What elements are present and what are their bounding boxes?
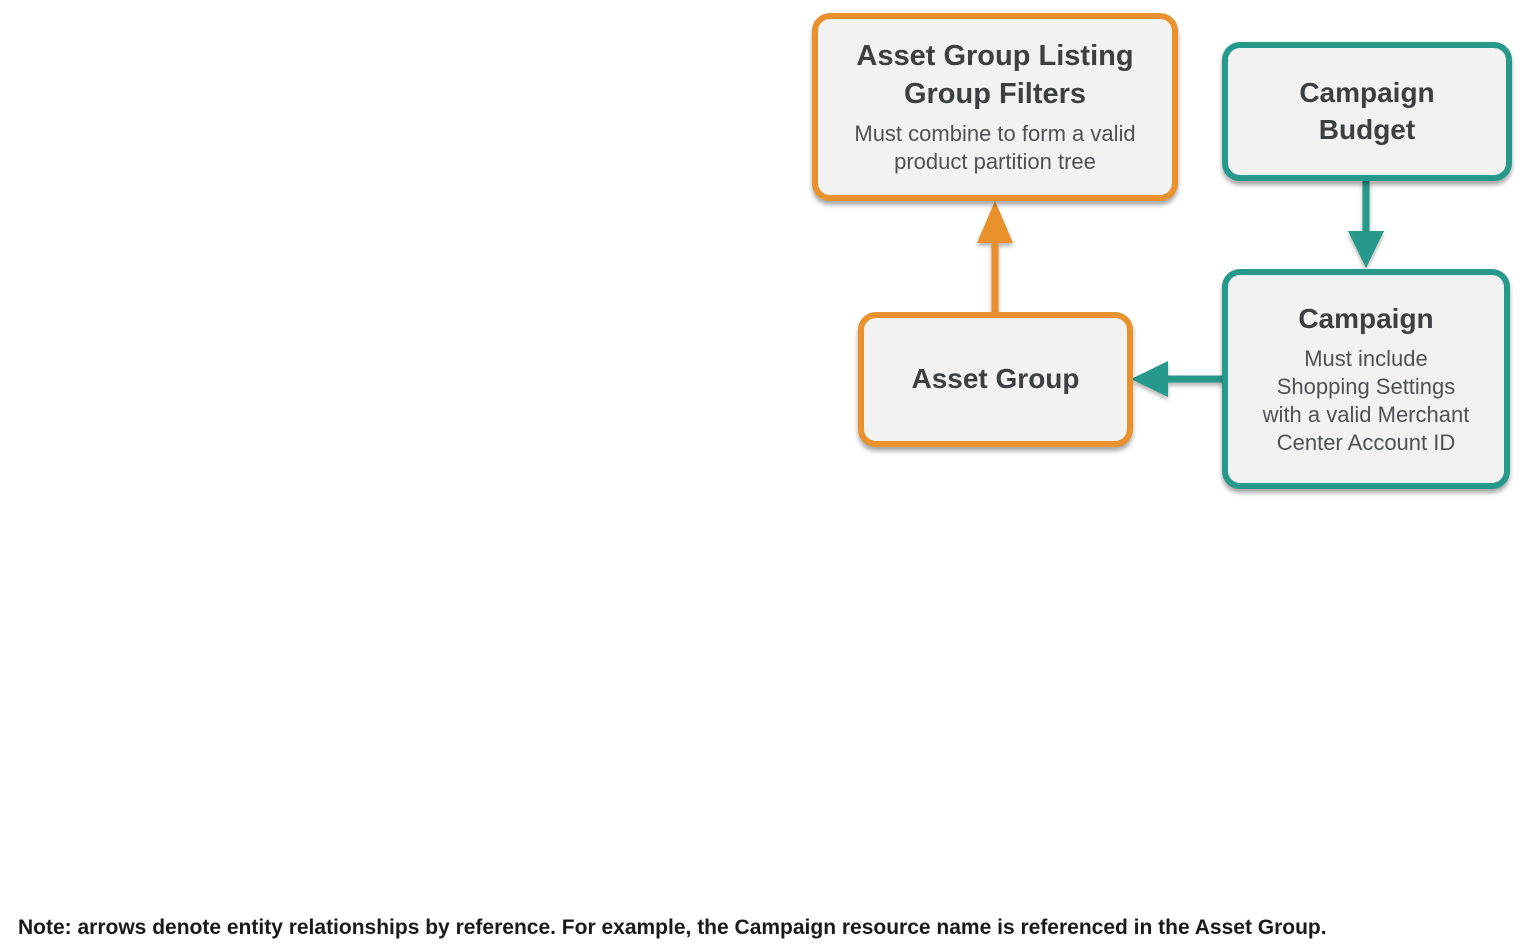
node-asset-group: Asset Group — [858, 312, 1133, 447]
node-subtitle: Must combine to form a valid product par… — [854, 121, 1136, 175]
diagram-note: Note: arrows denote entity relationships… — [18, 916, 1327, 939]
node-campaign-budget: Campaign Budget — [1222, 42, 1512, 181]
arrow-asset-group-to-listing-filters — [977, 201, 1013, 315]
node-subtitle: Must include Shopping Settings with a va… — [1262, 345, 1470, 455]
arrow-campaign-budget-to-campaign — [1348, 180, 1384, 268]
node-asset-group-listing-group-filters: Asset Group Listing Group Filters Must c… — [812, 13, 1178, 201]
node-title: Asset Group Listing Group Filters — [856, 39, 1134, 110]
arrow-campaign-to-asset-group — [1131, 361, 1224, 397]
node-title: Campaign — [1298, 303, 1434, 335]
node-title: Campaign Budget — [1299, 77, 1435, 145]
node-title: Asset Group — [911, 363, 1080, 395]
node-campaign: Campaign Must include Shopping Settings … — [1222, 269, 1510, 489]
